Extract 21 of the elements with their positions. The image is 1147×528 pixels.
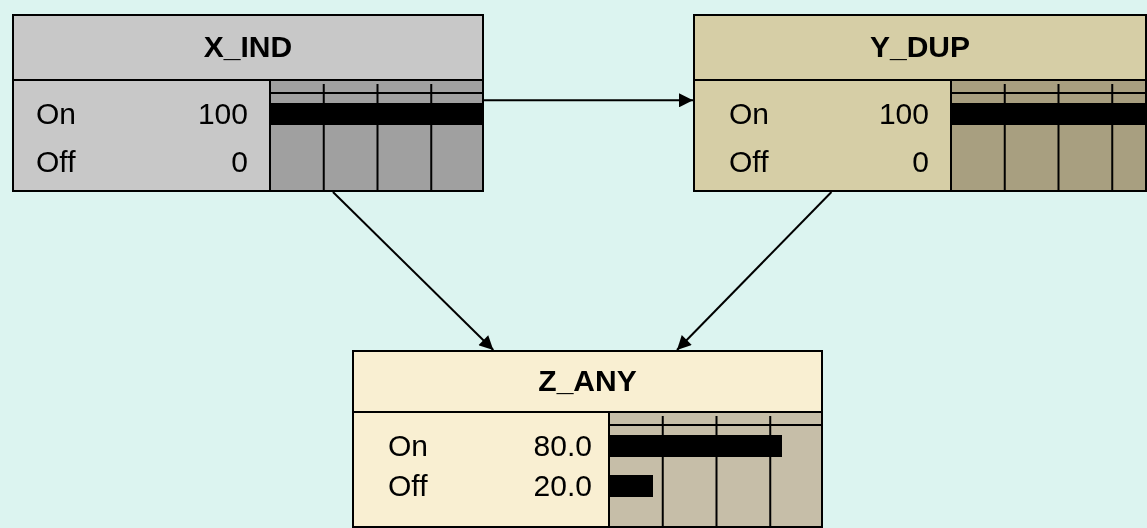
- probability-value: 100: [197, 98, 248, 130]
- probability-value: 0: [912, 146, 929, 178]
- node-box: [352, 350, 823, 528]
- node-title: Y_DUP: [868, 32, 971, 62]
- state-label: Off: [388, 470, 428, 502]
- probability-value: 80.0: [533, 430, 592, 462]
- state-label: Off: [729, 146, 769, 178]
- node-box: [12, 14, 484, 192]
- probability-value: 100: [878, 98, 929, 130]
- arrow: [483, 93, 694, 108]
- state-label: On: [388, 430, 429, 462]
- node-title: Z_ANY: [537, 366, 638, 396]
- probability-value: 20.0: [533, 470, 592, 502]
- state-label: On: [36, 98, 77, 130]
- state-label: Off: [36, 146, 76, 178]
- arrow: [676, 191, 833, 351]
- probability-value: 0: [231, 146, 248, 178]
- node-box: [693, 14, 1147, 192]
- arrow: [331, 191, 495, 351]
- node-title: X_IND: [202, 32, 294, 62]
- state-label: On: [729, 98, 770, 130]
